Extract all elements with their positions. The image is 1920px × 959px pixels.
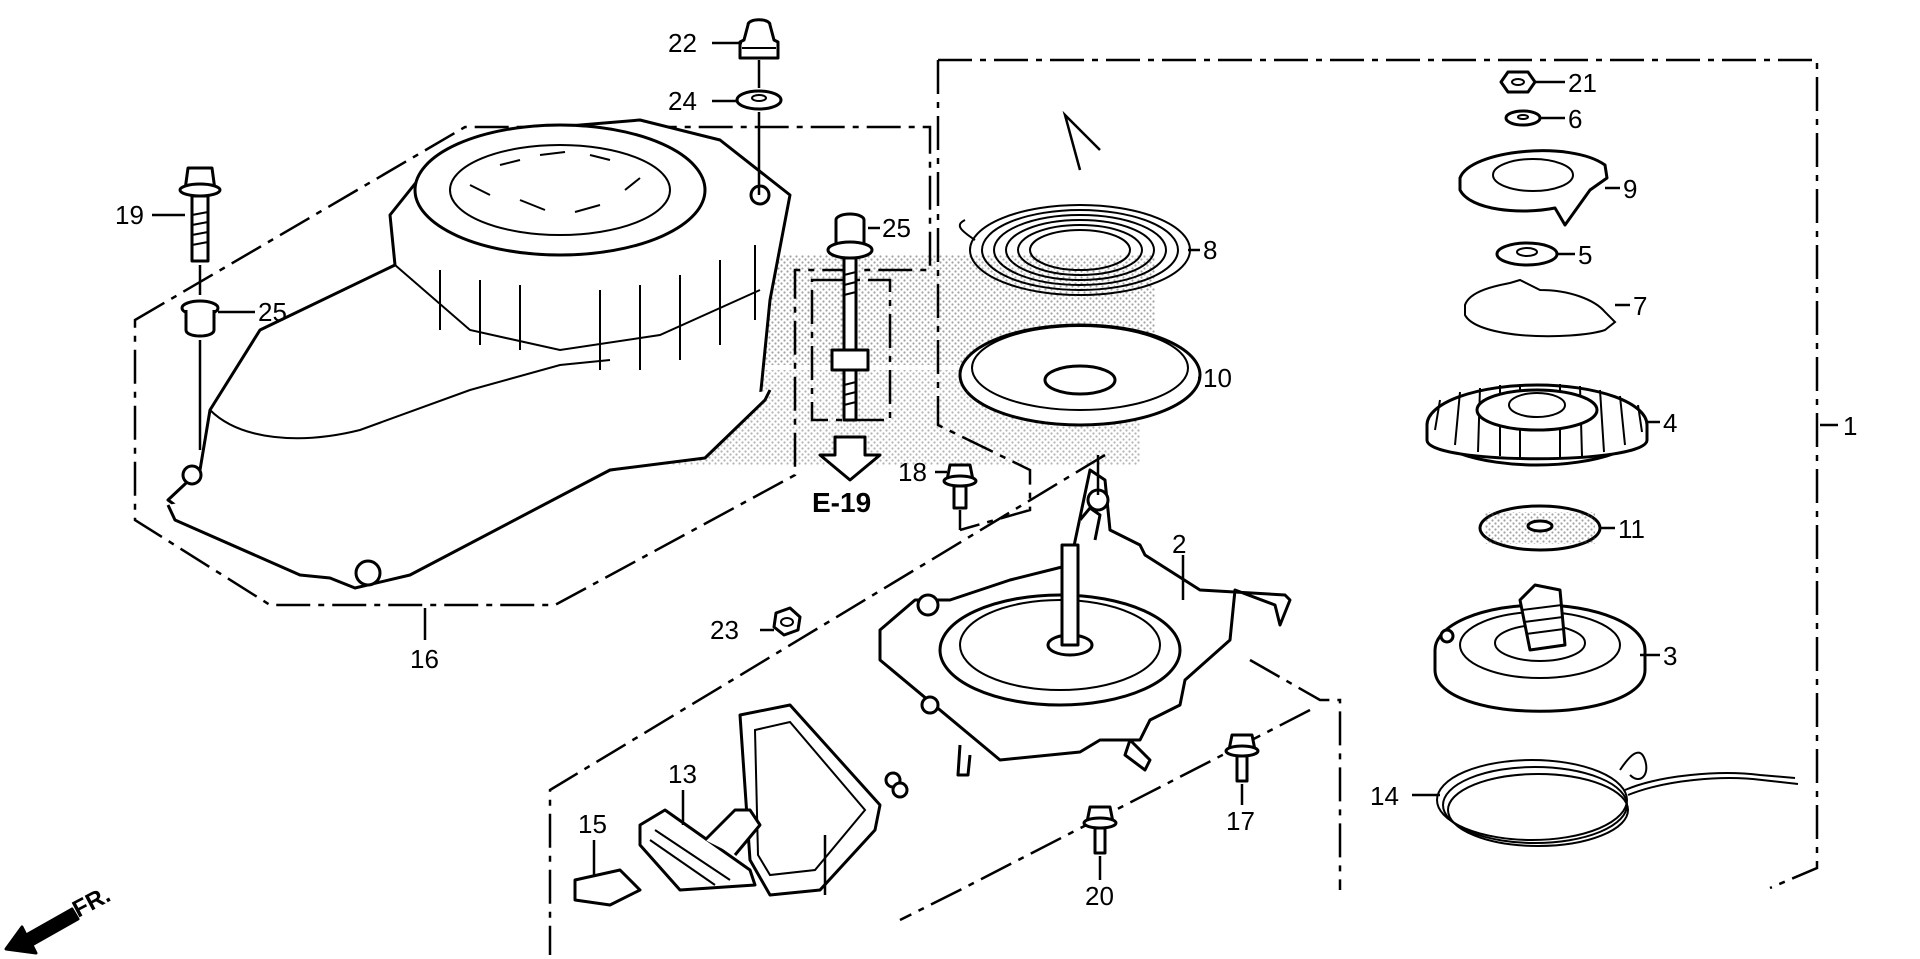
bolt-part-20 [1082, 805, 1118, 855]
callout-23: 23 [710, 615, 739, 645]
callout-2: 2 [1172, 529, 1186, 559]
callout-24: 24 [668, 86, 697, 116]
bolt-part-18 [942, 463, 978, 510]
washer-part-5 [1495, 241, 1559, 267]
callout-22: 22 [668, 28, 697, 58]
recoil-spring-part-8 [958, 110, 1191, 296]
callout-5: 5 [1578, 240, 1592, 270]
callout-1: 1 [1843, 411, 1857, 441]
collar-part-25-right [826, 212, 874, 260]
front-direction-arrow [4, 907, 80, 955]
reference-e19: E-19 [812, 487, 871, 518]
washer-part-24 [735, 89, 783, 111]
callout-11: 11 [1618, 514, 1645, 544]
callout-20: 20 [1085, 881, 1114, 911]
callout-25-right: 25 [882, 213, 911, 243]
callout-15: 15 [578, 809, 607, 839]
callout-13: 13 [668, 759, 697, 789]
starter-case-part-2 [878, 468, 1292, 777]
disc-part-11 [1478, 504, 1602, 552]
spring-case-part-10 [958, 323, 1202, 427]
callout-25-left: 25 [258, 297, 287, 327]
handle-guide [738, 703, 909, 897]
starter-grip-part-13 [638, 808, 762, 892]
reference-arrow [818, 435, 882, 482]
friction-plate-part-9 [1458, 149, 1609, 227]
return-spring-part-7 [1464, 278, 1617, 338]
washer-part-6 [1504, 109, 1542, 127]
callout-8: 8 [1203, 235, 1217, 265]
starter-rope-part-14 [1436, 751, 1799, 847]
bolt-part-17 [1224, 733, 1260, 783]
callout-14: 14 [1370, 781, 1399, 811]
callout-3: 3 [1663, 641, 1677, 671]
grip-insert-part-15 [573, 868, 642, 907]
callout-18: 18 [898, 457, 927, 487]
callout-10: 10 [1203, 363, 1232, 393]
callout-9: 9 [1623, 174, 1637, 204]
cap-nut-part-22 [738, 18, 780, 60]
callout-21: 21 [1568, 68, 1597, 98]
callout-7: 7 [1633, 291, 1647, 321]
nut-part-21 [1499, 70, 1537, 94]
collar-part-25-left [180, 299, 220, 338]
reel-part-3 [1433, 583, 1647, 713]
leader-lines [152, 41, 1838, 797]
callout-6: 6 [1568, 104, 1582, 134]
callout-16: 16 [410, 644, 439, 674]
stud-bolt [830, 256, 870, 422]
callout-17: 17 [1226, 806, 1255, 836]
bolt-part-19 [178, 166, 222, 263]
callout-19: 19 [115, 200, 144, 230]
callout-4: 4 [1663, 408, 1677, 438]
group-outlines [133, 58, 1819, 955]
fan-cover-part-16 [166, 118, 792, 590]
nut-part-23 [772, 606, 802, 637]
ratchet-part-4 [1425, 383, 1649, 467]
